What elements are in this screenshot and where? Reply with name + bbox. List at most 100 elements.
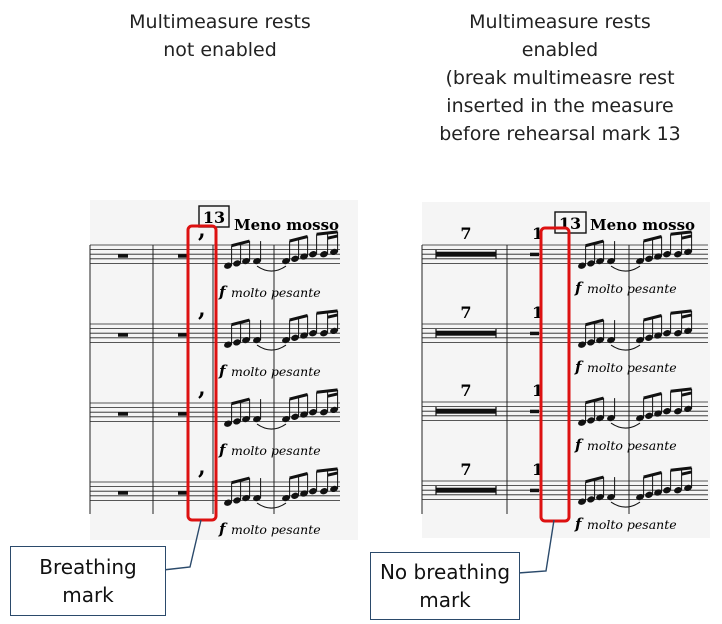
note-head — [607, 414, 615, 422]
note-head — [330, 327, 338, 335]
tie — [610, 501, 641, 508]
whole-rest — [118, 333, 128, 337]
note-beam — [316, 230, 338, 236]
expression-text: molto pesante — [231, 364, 321, 379]
dynamic-marking: f — [218, 441, 228, 459]
note-head — [242, 336, 250, 344]
note-head — [282, 494, 290, 502]
multirest-count: 7 — [460, 381, 471, 400]
partial-digit: 1 — [532, 381, 543, 400]
dynamic-marking: f — [574, 358, 584, 376]
right-callout-line: mark — [419, 588, 471, 612]
note-head — [654, 253, 662, 260]
right-heading-line: (break multimeasre rest — [445, 67, 675, 89]
multirest-count: 7 — [460, 460, 471, 479]
note-beam — [643, 392, 662, 400]
note-head — [654, 489, 662, 496]
right-heading-line: before rehearsal mark 13 — [439, 123, 681, 145]
multimeasure-rest-bar — [436, 330, 496, 336]
note-head — [233, 418, 241, 425]
note-beam — [289, 235, 308, 243]
note-head — [636, 257, 644, 265]
left-heading-line: not enabled — [163, 39, 277, 61]
note-head — [596, 493, 604, 501]
note-beam — [681, 470, 692, 476]
note-head — [224, 341, 232, 348]
note-head — [242, 257, 250, 265]
note-head — [224, 420, 232, 427]
multirest-count: 7 — [460, 224, 471, 243]
note-beam — [316, 309, 338, 315]
note-beam — [681, 391, 692, 397]
right-heading: Multimeasure rests enabled (break multim… — [425, 8, 695, 148]
note-head — [330, 406, 338, 414]
note-beam — [585, 318, 604, 327]
whole-rest — [530, 252, 539, 257]
note-head — [253, 336, 261, 344]
note-head — [578, 419, 586, 426]
tie — [256, 265, 287, 272]
note-head — [674, 487, 682, 494]
note-head — [300, 490, 308, 497]
note-beam — [670, 230, 692, 236]
expression-text: molto pesante — [587, 517, 677, 532]
note-head — [645, 412, 653, 419]
note-head — [233, 260, 241, 267]
note-beam — [670, 309, 692, 315]
note-head — [224, 262, 232, 269]
note-head — [224, 499, 232, 506]
note-beam — [327, 313, 338, 319]
note-head — [253, 494, 261, 502]
note-head — [654, 332, 662, 339]
note-head — [587, 417, 595, 424]
note-beam — [643, 235, 662, 243]
note-beam — [231, 476, 250, 485]
note-head — [674, 408, 682, 415]
left-heading: Multimeasure rests not enabled — [100, 8, 340, 64]
note-head — [233, 339, 241, 346]
note-head — [645, 491, 653, 498]
right-heading-line: Multimeasure rests — [469, 11, 651, 33]
note-beam — [231, 397, 250, 406]
note-head — [578, 498, 586, 505]
note-head — [309, 330, 317, 337]
note-beam — [585, 239, 604, 248]
note-head — [587, 339, 595, 346]
left-callout-line: mark — [62, 583, 114, 607]
note-head — [684, 484, 692, 492]
expression-text: molto pesante — [587, 438, 677, 453]
tie — [256, 502, 287, 509]
note-head — [663, 408, 671, 415]
dynamic-marking: f — [574, 515, 584, 533]
note-beam — [681, 313, 692, 319]
note-beam — [643, 314, 662, 322]
whole-rest — [178, 333, 188, 337]
whole-rest — [530, 331, 539, 336]
note-head — [674, 330, 682, 337]
note-beam — [327, 234, 338, 240]
whole-rest — [118, 412, 128, 416]
note-head — [645, 255, 653, 262]
tie — [610, 422, 641, 429]
note-head — [578, 341, 586, 348]
note-head — [242, 415, 250, 423]
note-head — [684, 248, 692, 256]
whole-rest — [530, 488, 539, 493]
note-beam — [316, 388, 338, 394]
multimeasure-rest-bar — [436, 408, 496, 414]
multirest-count: 7 — [460, 303, 471, 322]
note-head — [330, 248, 338, 256]
note-head — [291, 413, 299, 420]
note-head — [636, 336, 644, 344]
highlight-box — [186, 224, 218, 522]
note-head — [684, 327, 692, 335]
note-head — [282, 336, 290, 344]
note-beam — [327, 471, 338, 477]
note-head — [636, 414, 644, 422]
expression-text: molto pesante — [231, 443, 321, 458]
tempo-marking: Meno mosso — [234, 216, 339, 234]
note-beam — [585, 475, 604, 484]
expression-text: molto pesante — [587, 281, 677, 296]
